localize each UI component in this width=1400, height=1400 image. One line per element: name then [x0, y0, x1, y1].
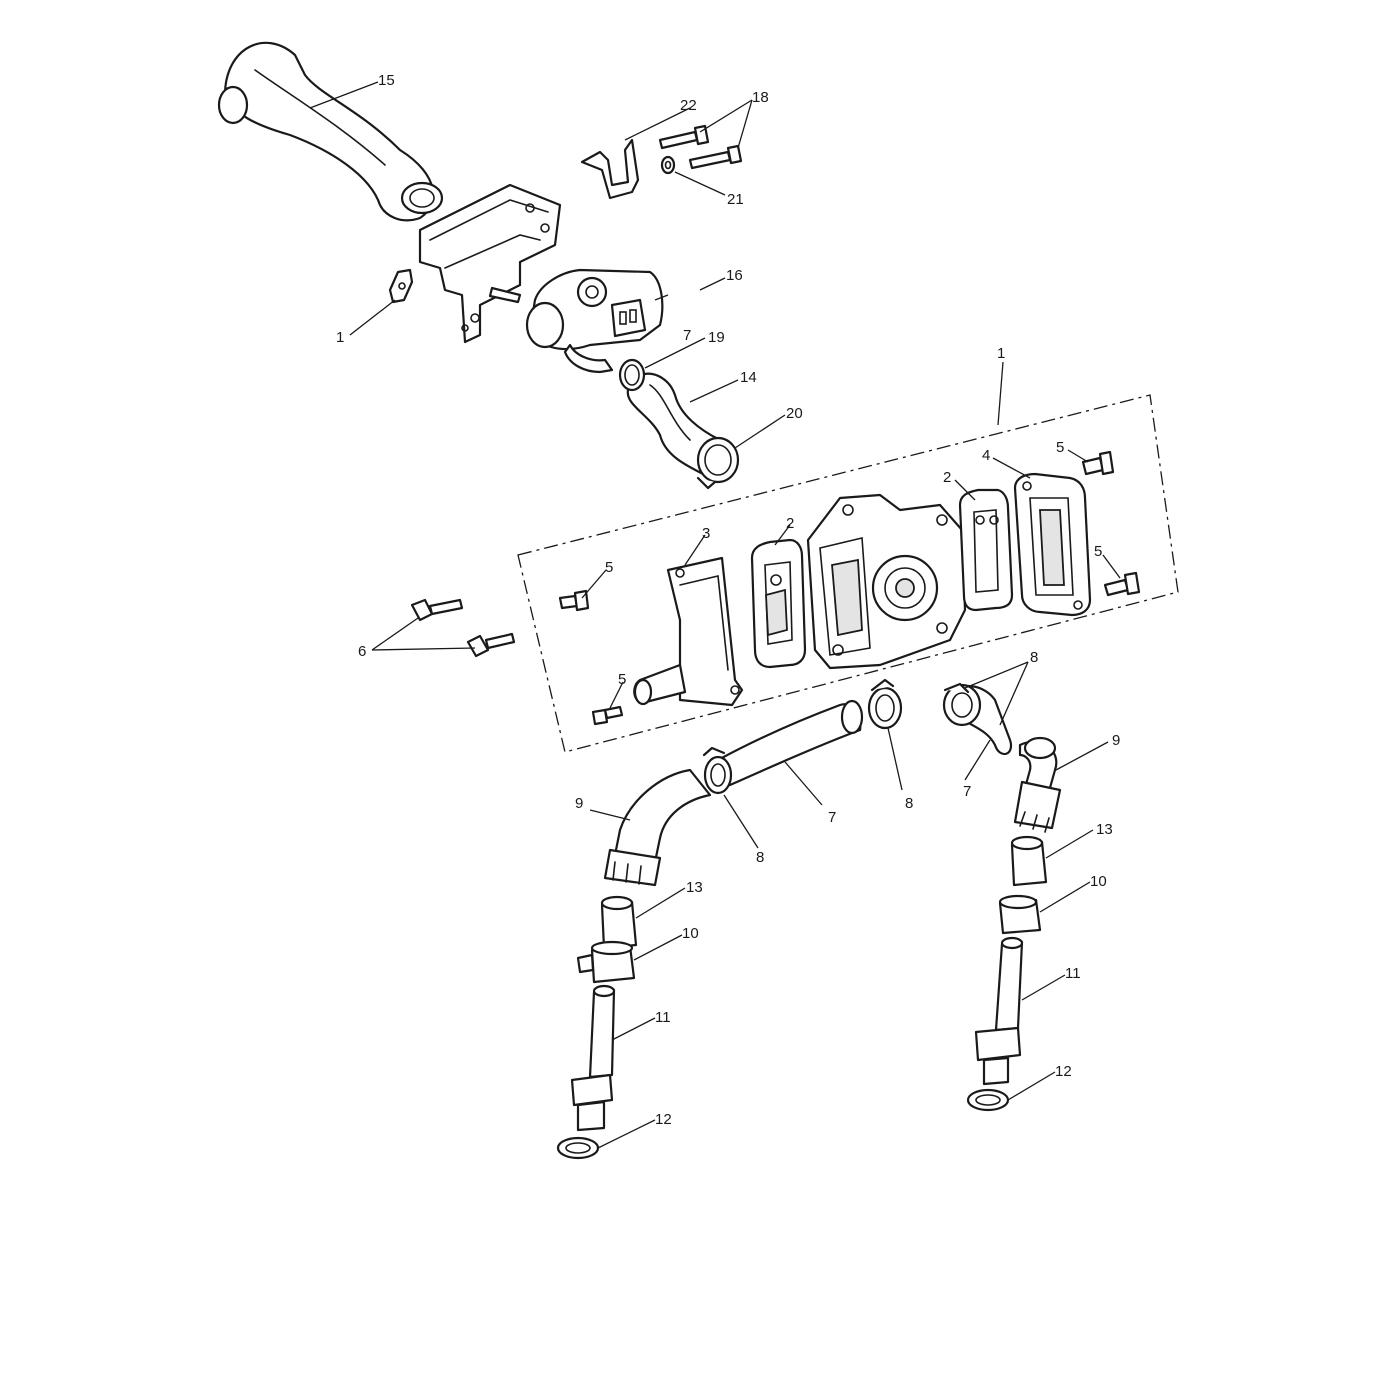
callout-19: 19 [708, 329, 725, 346]
callout-8b: 8 [905, 795, 913, 812]
washer-12-right [966, 1088, 1010, 1112]
callout-labels: 1 2 2 3 4 5 5 5 5 6 7 7 7 8 8 8 9 9 10 1… [336, 72, 1120, 1128]
sleeve-13-left [600, 895, 638, 950]
washer-12-left [556, 1136, 600, 1160]
callout-1: 1 [997, 345, 1005, 362]
cover-plate-4 [1013, 472, 1092, 617]
cover-3 [633, 556, 744, 707]
clip-8b [702, 746, 733, 795]
clip-17 [388, 268, 414, 304]
elbow-9-left [603, 768, 712, 887]
elbow-9-right [1013, 736, 1062, 833]
callout-20: 20 [786, 405, 803, 422]
callout-5a: 5 [1056, 439, 1064, 456]
clip-19 [618, 358, 646, 392]
bolt-5b [1103, 571, 1141, 597]
bolt-6b [466, 632, 516, 658]
callout-12a: 12 [655, 1111, 672, 1128]
callout-4: 4 [982, 447, 990, 464]
clamp-10-right [998, 894, 1042, 935]
callout-18: 18 [752, 89, 769, 106]
callout-14: 14 [740, 369, 757, 386]
sleeve-13-right [1010, 835, 1048, 887]
pipe-11-right [974, 936, 1024, 1086]
callout-2a: 2 [786, 515, 794, 532]
pipe-11-left [570, 984, 616, 1132]
mounting-bracket [418, 183, 562, 344]
callout-13b: 13 [1096, 821, 1113, 838]
clamp-10-left [576, 940, 636, 984]
clip-20 [696, 436, 740, 490]
callout-10a: 10 [682, 925, 699, 942]
callout-11a: 11 [655, 1009, 671, 1026]
callout-15: 15 [378, 72, 395, 89]
callout-10b: 10 [1090, 873, 1107, 890]
callout-13a: 13 [686, 879, 703, 896]
bolt-5c [558, 589, 590, 612]
callout-5c: 5 [605, 559, 613, 576]
valve-assembly-group-outline [517, 394, 1179, 753]
callout-8a: 8 [1030, 649, 1038, 666]
callout-7b: 7 [963, 783, 971, 800]
callout-12b: 12 [1055, 1063, 1072, 1080]
bolt-5d [591, 705, 624, 726]
callout-8c: 8 [756, 849, 764, 866]
callout-6: 6 [358, 643, 366, 660]
bolt-18b [688, 144, 743, 170]
callout-7c: 7 [683, 327, 691, 344]
air-valve-16 [525, 268, 664, 374]
gasket-2b [958, 488, 1014, 612]
callout-5d: 5 [618, 671, 626, 688]
air-hose-15 [217, 41, 444, 222]
callout-9a: 9 [575, 795, 583, 812]
callout-7a: 7 [828, 809, 836, 826]
gasket-2a [750, 538, 807, 669]
bolt-18a [658, 124, 710, 150]
valve-housing [806, 493, 967, 670]
washer-21 [660, 155, 676, 175]
callout-16: 16 [726, 267, 743, 284]
callout-22: 22 [680, 97, 697, 114]
leader-lines [309, 81, 1121, 1149]
hose-7-right [942, 683, 1013, 756]
callout-11b: 11 [1065, 965, 1081, 982]
clip-8a [867, 678, 903, 730]
hose-7-left [716, 699, 864, 787]
callout-5b: 5 [1094, 543, 1102, 560]
callout-9b: 9 [1112, 732, 1120, 749]
callout-2b: 2 [943, 469, 951, 486]
callout-17: 1 [336, 329, 344, 346]
bolt-5a [1081, 450, 1115, 476]
bracket-22 [580, 138, 640, 200]
clip-8c [943, 682, 970, 694]
callout-3: 3 [702, 525, 710, 542]
callout-21: 21 [727, 191, 744, 208]
bolt-6a [410, 598, 464, 622]
